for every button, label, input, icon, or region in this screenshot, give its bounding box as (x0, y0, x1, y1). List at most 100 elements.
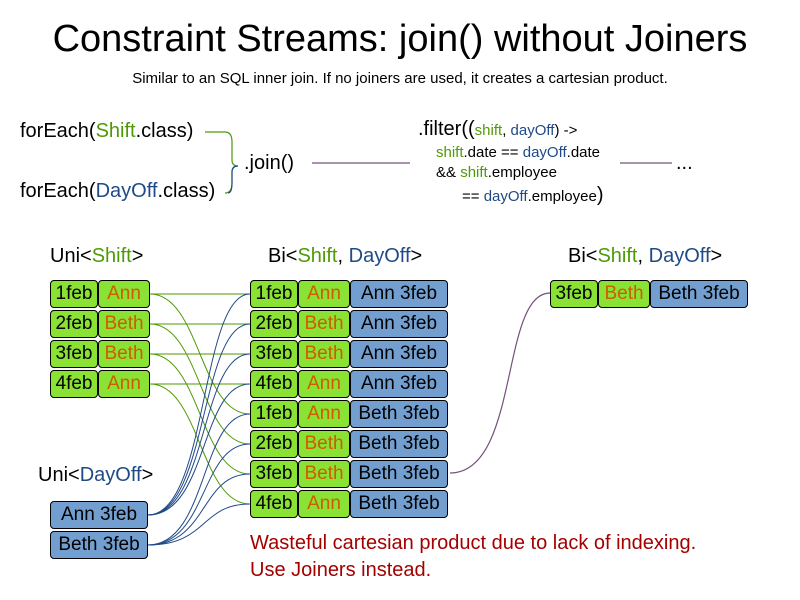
shift-ref: shift (460, 164, 488, 181)
filter-keyword: .filter( (418, 118, 468, 140)
shift-employee: Ann (98, 370, 150, 398)
date-field: .date (566, 144, 601, 161)
shift-employee: Beth (98, 340, 150, 368)
joined-employee: Beth (298, 430, 350, 458)
joined-dayoff: Ann 3feb (350, 280, 448, 308)
type-close: > (710, 245, 723, 267)
dayoff-ref: dayOff (522, 144, 567, 161)
foreach-bracket-blue (227, 165, 239, 194)
join-call: .join() (244, 152, 295, 174)
shift-join-wire (149, 323, 251, 445)
ellipsis: ... (676, 152, 693, 174)
shift-type: Shift (597, 245, 638, 267)
dayoff-value: Beth 3feb (50, 531, 148, 559)
joined-dayoff: Ann 3feb (350, 370, 448, 398)
foreach-keyword: forEach( (20, 180, 96, 202)
dayoff-join-wire (147, 353, 251, 516)
uni-shift-label: Uni<Shift> (50, 245, 143, 268)
type-close: > (131, 245, 144, 267)
warning-text: Wasteful cartesian product due to lack o… (250, 530, 696, 584)
joined-date: 3feb (250, 340, 298, 368)
uni-dayoff-label: Uni<DayOff> (38, 464, 153, 487)
joined-employee: Ann (298, 400, 350, 428)
shift-type: Shift (91, 245, 132, 267)
shift-join-wire (149, 353, 251, 475)
joined-date: 2feb (250, 430, 298, 458)
stream-type: Bi< (568, 245, 598, 267)
dayoff-join-wire (147, 443, 251, 546)
joined-date: 4feb (250, 490, 298, 518)
joined-dayoff: Beth 3feb (350, 400, 448, 428)
joined-employee: Beth (298, 340, 350, 368)
foreach-dayoff: forEach(DayOff.class) (20, 180, 215, 203)
filter-call: .filter((shift, dayOff) -> (418, 118, 577, 141)
joined-date: 1feb (250, 280, 298, 308)
joined-employee: Ann (298, 370, 350, 398)
dayoff-join-wire (147, 323, 251, 516)
joined-date: 4feb (250, 370, 298, 398)
page-title: Constraint Streams: join() without Joine… (52, 18, 748, 60)
dayoff-join-wire (147, 293, 251, 516)
joined-dayoff: Beth 3feb (350, 490, 448, 518)
and-operator: && (436, 164, 461, 181)
type-separator: , (337, 245, 349, 267)
filter-line-equals: == dayOff.employee) (462, 184, 604, 207)
shift-date: 2feb (50, 310, 98, 338)
joined-employee: Beth (298, 460, 350, 488)
dayoff-tuple: Ann 3feb (50, 501, 148, 529)
stream-type: Uni< (38, 464, 80, 486)
stream-type: Bi< (268, 245, 298, 267)
filter-line-employee: && shift.employee (436, 164, 557, 181)
type-separator: , (637, 245, 649, 267)
dayoff-value: Ann 3feb (50, 501, 148, 529)
dayoff-class-name: DayOff (95, 180, 158, 202)
shift-date: 3feb (50, 340, 98, 368)
joined-employee: Beth (298, 310, 350, 338)
dayoff-tuple: Beth 3feb (50, 531, 148, 559)
joined-employee: Ann (298, 490, 350, 518)
joined-dayoff: Ann 3feb (350, 310, 448, 338)
joined-date: 1feb (250, 400, 298, 428)
dayoff-type: DayOff (648, 245, 711, 267)
class-suffix: .class) (135, 120, 194, 142)
joined-date: 2feb (250, 310, 298, 338)
dayoff-join-wire (147, 503, 251, 546)
shift-date: 1feb (50, 280, 98, 308)
type-close: > (410, 245, 423, 267)
filtered-date: 3feb (550, 280, 598, 308)
dayoff-type: DayOff (79, 464, 142, 486)
filter-result-line (449, 292, 551, 474)
filtered-dayoff: Beth 3feb (650, 280, 748, 308)
joined-dayoff: Beth 3feb (350, 430, 448, 458)
shift-wires (149, 293, 251, 505)
filter-line-date: shift.date == dayOff.date (436, 144, 600, 161)
dayoff-type: DayOff (348, 245, 411, 267)
warning-line-1: Wasteful cartesian product due to lack o… (250, 532, 697, 554)
joined-employee: Ann (298, 280, 350, 308)
dayoff-join-wire (147, 473, 251, 546)
shift-join-wire (149, 293, 251, 415)
filter-open-paren: ( (468, 118, 475, 140)
foreach-keyword: forEach( (20, 120, 96, 142)
filter-close-paren: ) (596, 184, 604, 206)
bi-join-label: Bi<Shift, DayOff> (268, 245, 422, 268)
shift-employee: Ann (98, 280, 150, 308)
shift-type: Shift (297, 245, 338, 267)
warning-line-2: Use Joiners instead. (250, 559, 432, 581)
dayoff-join-wire (147, 413, 251, 546)
dayoff-join-wire (147, 383, 251, 516)
equals-operator: == (462, 188, 484, 205)
